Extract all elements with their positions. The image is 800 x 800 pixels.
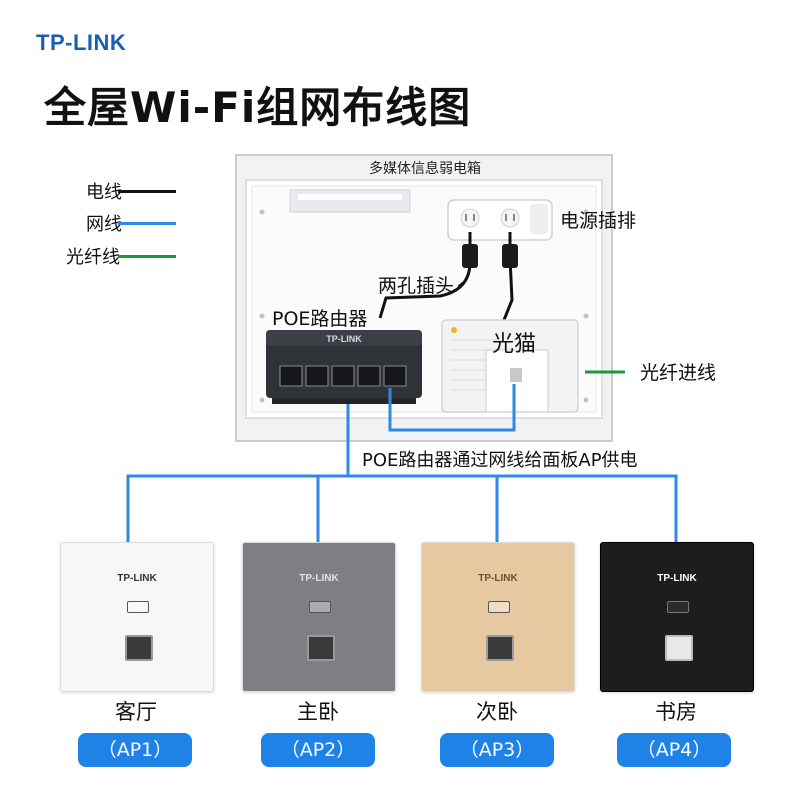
ap-panel-second-bedroom: TP-LINK: [421, 542, 575, 692]
cabinet-label: 多媒体信息弱电箱: [369, 161, 481, 177]
ap-brand: TP-LINK: [478, 573, 518, 584]
ap-brand: TP-LINK: [117, 573, 157, 584]
room-label-master-bedroom: 主卧: [297, 700, 339, 724]
wifi-indicator-icon: [127, 601, 149, 613]
ethernet-port-icon: [307, 635, 335, 661]
ap-brand: TP-LINK: [657, 573, 697, 584]
wifi-indicator-icon: [488, 601, 510, 613]
legend-line-power: [118, 190, 176, 193]
power-strip: [447, 199, 553, 241]
legend-label-network: 网线: [86, 214, 122, 235]
power-strip-label: 电源插排: [560, 210, 637, 232]
poe-router: TP-LINK: [266, 330, 422, 404]
legend-label-fiber: 光纤线: [66, 247, 120, 268]
ap-panel-study: TP-LINK: [600, 542, 754, 692]
ap-brand: TP-LINK: [299, 573, 339, 584]
plug-label: 两孔插头: [378, 275, 455, 297]
svg-text:TP-LINK: TP-LINK: [326, 334, 362, 344]
ethernet-port-icon: [486, 635, 514, 661]
legend-line-fiber: [118, 255, 176, 258]
legend-label-power: 电线: [86, 182, 122, 203]
ap-panel-living-room: TP-LINK: [60, 542, 214, 692]
room-label-living-room: 客厅: [115, 700, 157, 724]
wifi-indicator-icon: [309, 601, 331, 613]
ap-badge-ap2: （AP2）: [261, 733, 375, 767]
room-label-study: 书房: [655, 700, 697, 724]
modem-label: 光猫: [492, 332, 537, 357]
room-label-second-bedroom: 次卧: [476, 700, 518, 724]
ethernet-port-icon: [665, 635, 693, 661]
network-cables: [126, 384, 678, 548]
ap-badge-ap3: （AP3）: [440, 733, 554, 767]
legend-line-network: [118, 222, 176, 225]
page-title: 全屋Wi-Fi组网布线图: [44, 83, 472, 132]
ap-badge-ap1: （AP1）: [78, 733, 192, 767]
optical-modem: [441, 319, 579, 413]
fiber-in-label: 光纤进线: [640, 362, 717, 384]
brand-logo: TP-LINK: [36, 30, 127, 55]
plug-heads: [462, 244, 518, 268]
wifi-indicator-icon: [667, 601, 689, 613]
ap-panel-master-bedroom: TP-LINK: [242, 542, 396, 692]
router-label: POE路由器: [272, 308, 368, 330]
ap-badge-ap4: （AP4）: [617, 733, 731, 767]
ethernet-port-icon: [125, 635, 153, 661]
network-note: POE路由器通过网线给面板AP供电: [362, 450, 638, 471]
